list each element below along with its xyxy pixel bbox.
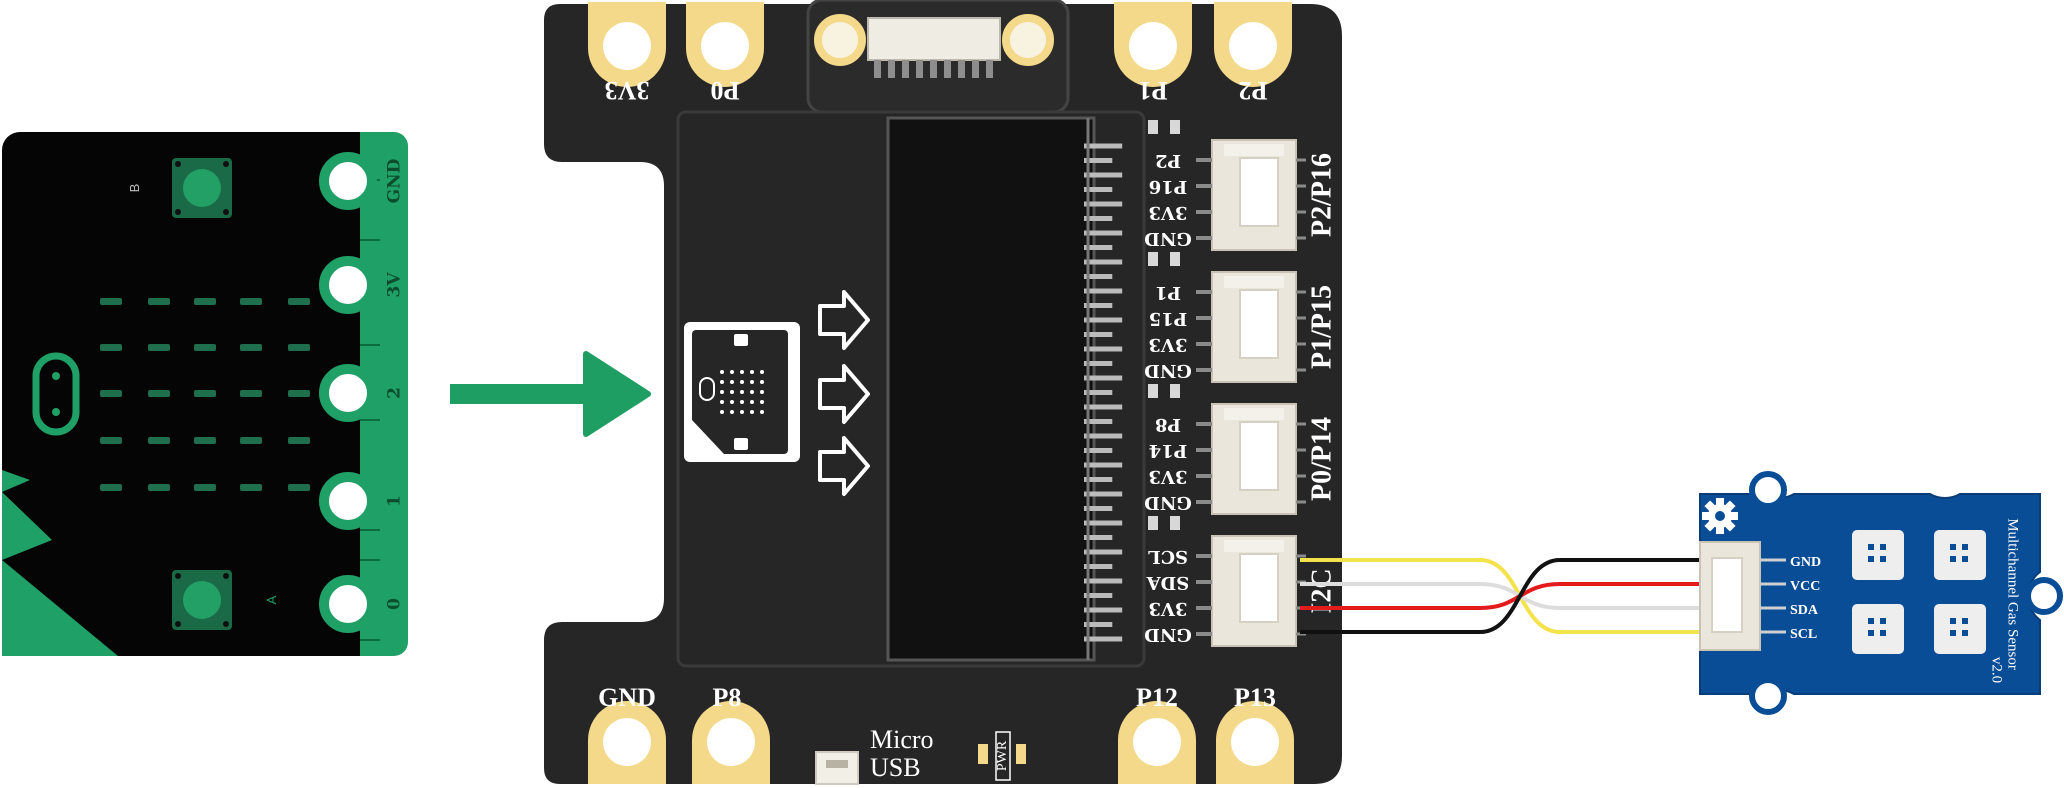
grove-pin-label: SCL <box>1148 546 1188 567</box>
pad-label-gnd: GND <box>598 683 656 712</box>
edge-label-1: 1 <box>385 495 405 507</box>
pad-3v3 <box>588 2 666 87</box>
insert-direction-arrows-icon <box>818 290 870 496</box>
grove-pin-label: 3V3 <box>1148 202 1187 223</box>
grove-pin-label: P16 <box>1149 176 1188 197</box>
edge-label-3v: 3V <box>385 272 405 298</box>
pad-p2 <box>1214 2 1292 87</box>
grove-section-label: P2/P16 <box>1306 153 1337 237</box>
edge-label-0: 0 <box>385 598 405 610</box>
button-label-a: A <box>264 595 279 604</box>
grove-pin-label: SDA <box>1146 572 1190 593</box>
pad-p8 <box>692 701 770 784</box>
top-pads <box>588 2 1292 87</box>
usb-label-line2: USB <box>870 753 921 782</box>
grove-pin-label: P2 <box>1155 150 1181 171</box>
grove-section-label: P1/P15 <box>1306 285 1337 369</box>
gas-sensor-board: GND VCC SDA SCL Multichannel Gas Sensor … <box>1699 471 2063 715</box>
grove-cable <box>1300 558 1700 634</box>
button-label-b: B <box>127 184 142 193</box>
grove-pin-label: GND <box>1144 624 1191 645</box>
grove-pin-label: P1 <box>1155 282 1181 303</box>
micro-usb-port <box>815 751 859 785</box>
pad-p13 <box>1216 701 1294 784</box>
grove-pin-label: GND <box>1144 360 1191 381</box>
bottom-pads <box>588 701 1294 784</box>
grove-pin-label: P14 <box>1149 440 1188 461</box>
pad-label-3v3: 3V3 <box>605 76 650 105</box>
sensor-pin-scl: SCL <box>1790 627 1817 642</box>
button-a <box>172 570 232 630</box>
grove-pin-label: P15 <box>1149 308 1188 329</box>
grove-section-label: P0/P14 <box>1306 417 1337 501</box>
grove-pin-label: 3V3 <box>1148 334 1187 355</box>
pad-p0 <box>686 2 764 87</box>
grove-pin-label: 3V3 <box>1148 598 1187 619</box>
seeed-gear-icon <box>1702 498 1738 534</box>
usb-label-line1: Micro <box>870 725 934 754</box>
pad-label-p0: P0 <box>711 76 740 105</box>
edge-pin-holes <box>319 152 377 633</box>
pwr-label: PWR <box>995 740 1010 771</box>
grove-pin-label: GND <box>1144 228 1191 249</box>
gas-sensor-chips <box>1852 530 1986 654</box>
sensor-pin-gnd: GND <box>1790 555 1821 570</box>
pad-label-p1: P1 <box>1139 76 1168 105</box>
pwr-led <box>978 731 1026 781</box>
sensor-version: v2.0 <box>1989 657 2005 683</box>
grove-pin-label: GND <box>1144 492 1191 513</box>
microbit-logo-icon <box>32 352 80 436</box>
pad-gnd <box>588 701 666 784</box>
led-matrix <box>100 298 310 491</box>
pad-label-p13: P13 <box>1234 683 1276 712</box>
insert-arrow-icon <box>450 351 651 437</box>
grove-pin-label: 3V3 <box>1148 466 1187 487</box>
pad-label-p8: P8 <box>713 683 742 712</box>
sensor-pin-vcc: VCC <box>1790 579 1820 594</box>
button-b <box>172 158 232 218</box>
microbit-board: GND 3V 2 1 0 B A <box>2 132 408 656</box>
sensor-title: Multichannel Gas Sensor <box>2005 518 2021 670</box>
pad-p12 <box>1118 701 1196 784</box>
corner-decoration <box>2 470 30 492</box>
pad-label-p2: P2 <box>1239 76 1268 105</box>
edge-label-2: 2 <box>385 387 405 399</box>
insert-microbit-icon <box>684 322 800 462</box>
sensor-pin-sda: SDA <box>1790 603 1819 618</box>
pad-p1 <box>1114 2 1192 87</box>
grove-pin-label: P8 <box>1155 414 1181 435</box>
edge-label-gnd: GND <box>385 158 405 203</box>
mount-hole <box>1749 471 1787 509</box>
expansion-board: 3V3 P0 P1 P2 GND P8 P12 P13 Micro USB PW… <box>544 0 1342 785</box>
pad-label-p12: P12 <box>1136 683 1178 712</box>
